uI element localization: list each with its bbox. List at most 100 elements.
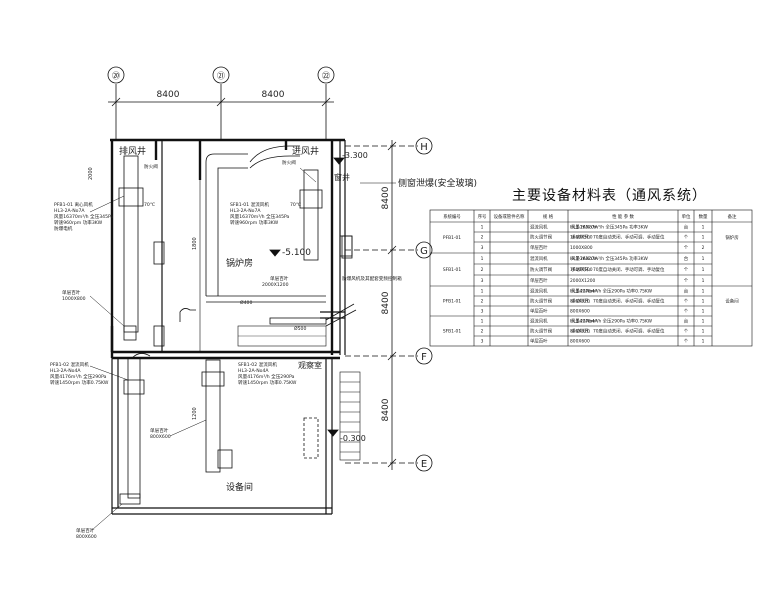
temp-label-2: 70℃ xyxy=(290,202,301,208)
table-cell: 个 xyxy=(684,235,689,241)
table-cell: 2 xyxy=(702,245,705,251)
table-cell: HL3-2ANo4A xyxy=(570,289,598,295)
table-title: 主要设备材料表（通风系统） xyxy=(512,188,707,204)
table-cell: 1 xyxy=(702,256,705,262)
svg-text:转速960rpm 功率3KW: 转速960rpm 功率3KW xyxy=(54,219,103,226)
dim-top-1: 8400 xyxy=(157,90,180,100)
dim-2000: 2000 xyxy=(88,167,94,180)
table-cell: 3 xyxy=(481,339,484,345)
louver-3-size: 800X600 xyxy=(150,434,171,440)
table-cell: 1 xyxy=(481,256,484,262)
level-mark-3 xyxy=(327,429,339,437)
table-cell: 风量16370m³/h 全压345Pa 功率3KW xyxy=(571,224,648,231)
table-cell: 1600X500 xyxy=(570,267,593,273)
table-cell: 2 xyxy=(481,329,484,335)
table-cell: 防火调节阀 xyxy=(530,328,552,335)
damper-box-3 xyxy=(153,325,165,347)
room-observation: 观察室 xyxy=(298,360,322,370)
svg-text:SFB1-01 混流风机: SFB1-01 混流风机 xyxy=(230,201,269,208)
table-cell: 防火调节阀 xyxy=(530,298,552,305)
table-cell: 2 xyxy=(481,267,484,273)
table-cell: HL3-2ANo7A xyxy=(570,256,598,262)
table-cell: 1 xyxy=(702,278,705,284)
table-cell: 1 xyxy=(702,289,705,295)
level-mark-1 xyxy=(333,157,345,165)
table-cell: 1 xyxy=(702,235,705,241)
table-cell: 防火调节阀 xyxy=(530,234,552,241)
grid-bubble-20 xyxy=(107,66,125,84)
grid-label-22: ㉒ xyxy=(322,72,330,81)
table-cell: 3 xyxy=(481,245,484,251)
table-cell: 800X320 xyxy=(570,299,590,305)
table-header-cell: 数量 xyxy=(699,213,708,220)
grid-label-21: ㉑ xyxy=(217,72,225,81)
table-system-cell: PFB1-01 xyxy=(443,299,461,305)
table-header-cell: 性 能 参 数 xyxy=(612,213,634,220)
table-cell: 风量16370m³/h 全压345Pa 功率3KW xyxy=(571,255,648,262)
room-intake-shaft: 进风井 xyxy=(292,145,319,157)
room-window-well: 窗井 xyxy=(334,172,350,182)
table-cell: 个 xyxy=(684,339,689,345)
table-cell: 风量4176m³/h 全压290Pa 功率0.75KW xyxy=(571,318,653,325)
louver-2-label: 单层百叶 xyxy=(270,275,289,282)
table-cell: 1 xyxy=(702,329,705,335)
svg-text:转速960rpm 功率3KW: 转速960rpm 功率3KW xyxy=(230,219,279,226)
svg-text:风量4176m³/h 全压290Pa: 风量4176m³/h 全压290Pa xyxy=(238,373,295,380)
fan-note-1: 防火阀 xyxy=(144,163,158,170)
table-cell: 1 xyxy=(702,319,705,325)
table-cell: HL3-2ANo4A xyxy=(570,319,598,325)
side-window-note: 侧窗泄爆(安全玻璃) xyxy=(398,177,477,189)
dim-right-2: 8400 xyxy=(381,291,391,314)
grid-label-G: G xyxy=(420,246,428,257)
table-header-cell: 系统编号 xyxy=(443,213,461,220)
walls xyxy=(110,138,345,360)
table-cell: 混流风机 xyxy=(530,288,548,295)
table-header-cell: 设备或管件名称 xyxy=(494,213,525,220)
table-cell: 手动带开、70度自动关闭、手动可调、手动复位 xyxy=(571,266,665,273)
table-cell: 个 xyxy=(684,309,689,315)
table-system-cell: SFB1-01 xyxy=(443,267,461,273)
table-cell: 1600X500 xyxy=(570,235,593,241)
table-cell: 台 xyxy=(684,318,689,325)
table-cell: 个 xyxy=(684,267,689,273)
louver-1-size: 1000X800 xyxy=(62,296,86,302)
table-cell: 单层百叶 xyxy=(530,308,548,315)
room-equipment: 设备间 xyxy=(226,481,253,493)
table-cell: 手动带开、70度自动关闭、手动可调、手动复位 xyxy=(571,234,665,241)
duct-400-label: Ø400 xyxy=(240,299,252,306)
table-cell: 2 xyxy=(481,299,484,305)
table-cell: 混流风机 xyxy=(530,318,548,325)
table-header-cell: 单位 xyxy=(682,213,691,220)
temp-label-1: 70℃ xyxy=(144,202,155,208)
svg-text:HL3-2A-No4A: HL3-2A-No4A xyxy=(50,368,81,374)
table-cell: 1 xyxy=(702,267,705,273)
table-cell: 2 xyxy=(481,235,484,241)
dim-right-1: 8400 xyxy=(381,186,391,209)
louver-1-label: 单层百叶 xyxy=(62,289,81,296)
louver-4-size: 800X600 xyxy=(76,534,97,540)
svg-text:PFB1-01 离心风机: PFB1-01 离心风机 xyxy=(54,201,93,208)
stair xyxy=(339,371,361,461)
table-cell: 1 xyxy=(481,319,484,325)
svg-text:HL3-2A-No4A: HL3-2A-No4A xyxy=(238,368,269,374)
table-header-cell: 规 格 xyxy=(543,213,554,220)
grid-bubble-E xyxy=(415,454,433,472)
table-cell: 风量4176m³/h 全压290Pa 功率0.75KW xyxy=(571,288,653,295)
grid-bubble-G xyxy=(415,241,433,259)
grid-label-E: E xyxy=(421,459,427,470)
table-cell: 个 xyxy=(684,329,689,335)
table-cell: 混流风机 xyxy=(530,255,548,262)
table-cell: 台 xyxy=(684,255,689,262)
table-system-cell: SFB1-01 xyxy=(443,329,461,335)
damper-box-1 xyxy=(153,241,165,265)
grid-bubble-21 xyxy=(212,66,230,84)
table-cell: 防火调节阀 xyxy=(530,266,552,273)
dim-top-2: 8400 xyxy=(262,90,285,100)
damper-box-2 xyxy=(341,235,353,259)
side-dim-note: 防爆风机及其配套变频控制箱 xyxy=(342,275,402,282)
table-cell: 1 xyxy=(702,299,705,305)
table-header-cell: 序号 xyxy=(478,213,487,220)
table-cell: 800X320 xyxy=(570,329,590,335)
